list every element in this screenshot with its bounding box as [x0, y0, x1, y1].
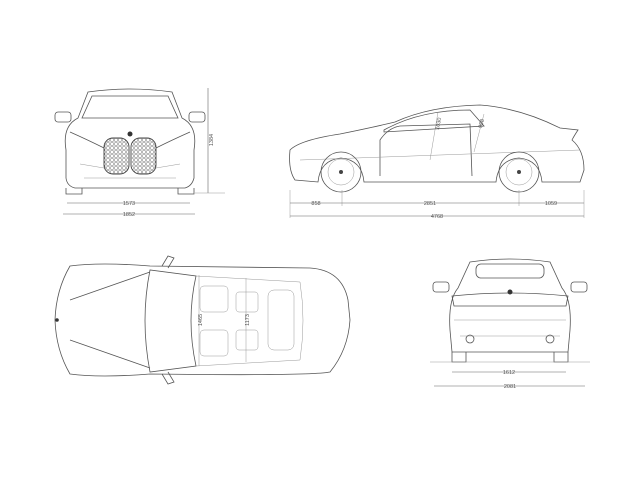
bmw-logo-icon — [127, 131, 133, 137]
front-track-label: 1573 — [123, 201, 135, 207]
rear-view: 1612 2081 — [430, 258, 590, 390]
front-width-label: 1852 — [123, 212, 135, 218]
wheelbase-label: 2851 — [424, 201, 436, 207]
rear-overhang-label: 1059 — [545, 201, 557, 207]
rear-width-label: 2081 — [504, 384, 516, 390]
front-height-label: 1384 — [209, 134, 215, 146]
front-headroom-label: 1030 — [435, 117, 443, 130]
bmw-logo-icon — [507, 289, 513, 295]
front-view: 1384 1573 1852 — [54, 88, 225, 218]
front-overhang-label: 858 — [311, 201, 320, 207]
length-label: 4768 — [431, 214, 443, 220]
rear-headroom-label: 958 — [478, 119, 486, 129]
rear-shoulder-room-label: 1173 — [245, 314, 251, 326]
front-shoulder-room-label: 1465 — [198, 314, 204, 326]
kidney-grille — [103, 137, 157, 175]
top-view: 1465 1173 — [54, 255, 351, 385]
rear-track-label: 1612 — [503, 370, 515, 376]
side-view: 1030 958 858 2851 1059 4768 — [289, 104, 585, 220]
